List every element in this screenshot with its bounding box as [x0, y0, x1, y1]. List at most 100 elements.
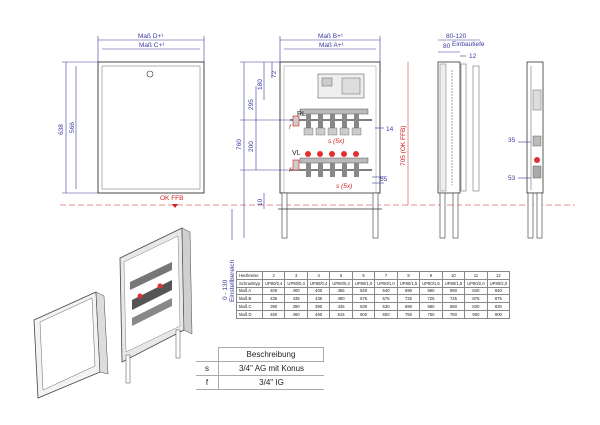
table-cell: UP80/2,0	[486, 278, 511, 288]
label-s5-top: s (5x)	[328, 138, 344, 145]
front-view-cover	[97, 61, 205, 194]
table-cell: 460	[261, 309, 286, 319]
table-cell: 575	[351, 294, 376, 304]
label-f-rl: f	[289, 124, 292, 131]
dim-mass-b: Maß B+¹	[318, 33, 344, 40]
table-cell: UP80/0,4	[261, 278, 286, 288]
label-rl: RL	[297, 111, 306, 118]
table-cell: 2	[261, 271, 286, 280]
table-cell: UP80/2,0	[464, 278, 488, 288]
legend-value: 3/4" AG mit Konus	[218, 362, 324, 375]
table-cell: 390	[306, 302, 331, 311]
side-view	[437, 61, 480, 239]
table-cell: 690	[419, 286, 443, 296]
table-cell: UP80/1,0	[351, 278, 376, 288]
table-cell: 600	[374, 309, 398, 319]
section-view	[526, 61, 544, 239]
table-cell: 840	[486, 286, 511, 296]
table-cell: 575	[374, 294, 398, 304]
table-cell: 7	[374, 271, 398, 280]
table-cell: UP80/0,4	[306, 278, 331, 288]
dim-53: 53	[508, 175, 516, 182]
table-cell: UP80/1,5	[441, 278, 466, 288]
label-einbautiefe: Einbautiefe	[452, 41, 485, 48]
ok-ffb-label: OK FFB	[160, 195, 183, 202]
table-cell: 460	[284, 309, 308, 319]
lock-icon	[146, 70, 154, 78]
table-cell: 445	[329, 302, 353, 311]
table-cell: 875	[464, 294, 488, 304]
front-view-open	[278, 61, 382, 239]
table-cell: 390	[284, 302, 308, 311]
dim-72: 72	[271, 70, 278, 78]
dim-mass-d: Maß D+¹	[138, 33, 164, 40]
table-cell: 390	[261, 302, 286, 311]
legend-box: Beschreibung s 3/4" AG mit Konus f 3/4" …	[196, 347, 324, 390]
table-cell: 725	[419, 294, 443, 304]
dim-180: 180	[257, 79, 264, 90]
table-cell: 680	[441, 302, 466, 311]
dim-mass-a: Maß A+¹	[319, 42, 345, 49]
label-s5-bottom: s (5x)	[336, 183, 352, 190]
isometric-cabinet	[119, 227, 193, 384]
legend-row: f 3/4" IG	[196, 375, 324, 390]
table-cell: 750	[396, 309, 421, 319]
table-cell: 750	[419, 309, 443, 319]
table-cell: 8	[396, 271, 421, 280]
table-cell: 900	[464, 309, 488, 319]
dim-200: 200	[248, 141, 255, 152]
table-row-header: Maß C	[236, 302, 263, 311]
table-cell: 435	[306, 294, 331, 304]
table-cell: 540	[351, 286, 376, 296]
table-cell: 435	[284, 294, 308, 304]
table-cell: UP80/1,0	[374, 278, 398, 288]
table-cell: 830	[464, 302, 488, 311]
legend-title: Beschreibung	[218, 347, 324, 361]
table-cell: UP80/1,5	[419, 278, 443, 288]
table-cell: 690	[396, 286, 421, 296]
table-cell: UP80/0,4	[284, 278, 308, 288]
legend-value: 3/4" IG	[218, 376, 324, 389]
dim-638: 638	[58, 124, 65, 135]
dim-566: 566	[69, 122, 76, 133]
table-cell: 11	[464, 271, 488, 280]
dim-80-120: 80-120	[446, 33, 467, 40]
table-cell: 12	[486, 271, 511, 280]
table-cell: 680	[419, 302, 443, 311]
table-cell: 540	[374, 286, 398, 296]
table-row-header: Heizkreise	[236, 271, 263, 280]
table-cell: 725	[441, 294, 466, 304]
legend-key: s	[205, 364, 209, 373]
table-cell: 455	[329, 286, 353, 296]
table-cell: 725	[396, 294, 421, 304]
dim-35: 35	[508, 137, 516, 144]
table-cell: UP80/1,5	[396, 278, 421, 288]
dim-80: 80	[443, 43, 451, 50]
label-f-vl: f	[289, 167, 292, 174]
table-cell: 10	[441, 271, 466, 280]
table-cell: 840	[464, 286, 488, 296]
table-row-header: Maß A	[236, 286, 263, 296]
table-cell: 515	[329, 309, 353, 319]
table-cell: 400	[284, 286, 308, 296]
table-row-header: Maß D	[236, 309, 263, 319]
dim-705-ok-ffb: 705 (OK FFB)	[400, 126, 407, 166]
table-cell: 3	[284, 271, 308, 280]
table-cell: 750	[441, 309, 466, 319]
dim-295: 295	[248, 99, 255, 110]
dim-0-130: 0 - 130	[222, 279, 229, 300]
table-cell: 900	[486, 309, 511, 319]
table-cell: 600	[351, 309, 376, 319]
legend-row: s 3/4" AG mit Konus	[196, 361, 324, 375]
table-cell: 875	[486, 294, 511, 304]
table-cell: 460	[306, 309, 331, 319]
ok-ffb-arrow-icon	[172, 204, 178, 208]
table-cell: 680	[396, 302, 421, 311]
